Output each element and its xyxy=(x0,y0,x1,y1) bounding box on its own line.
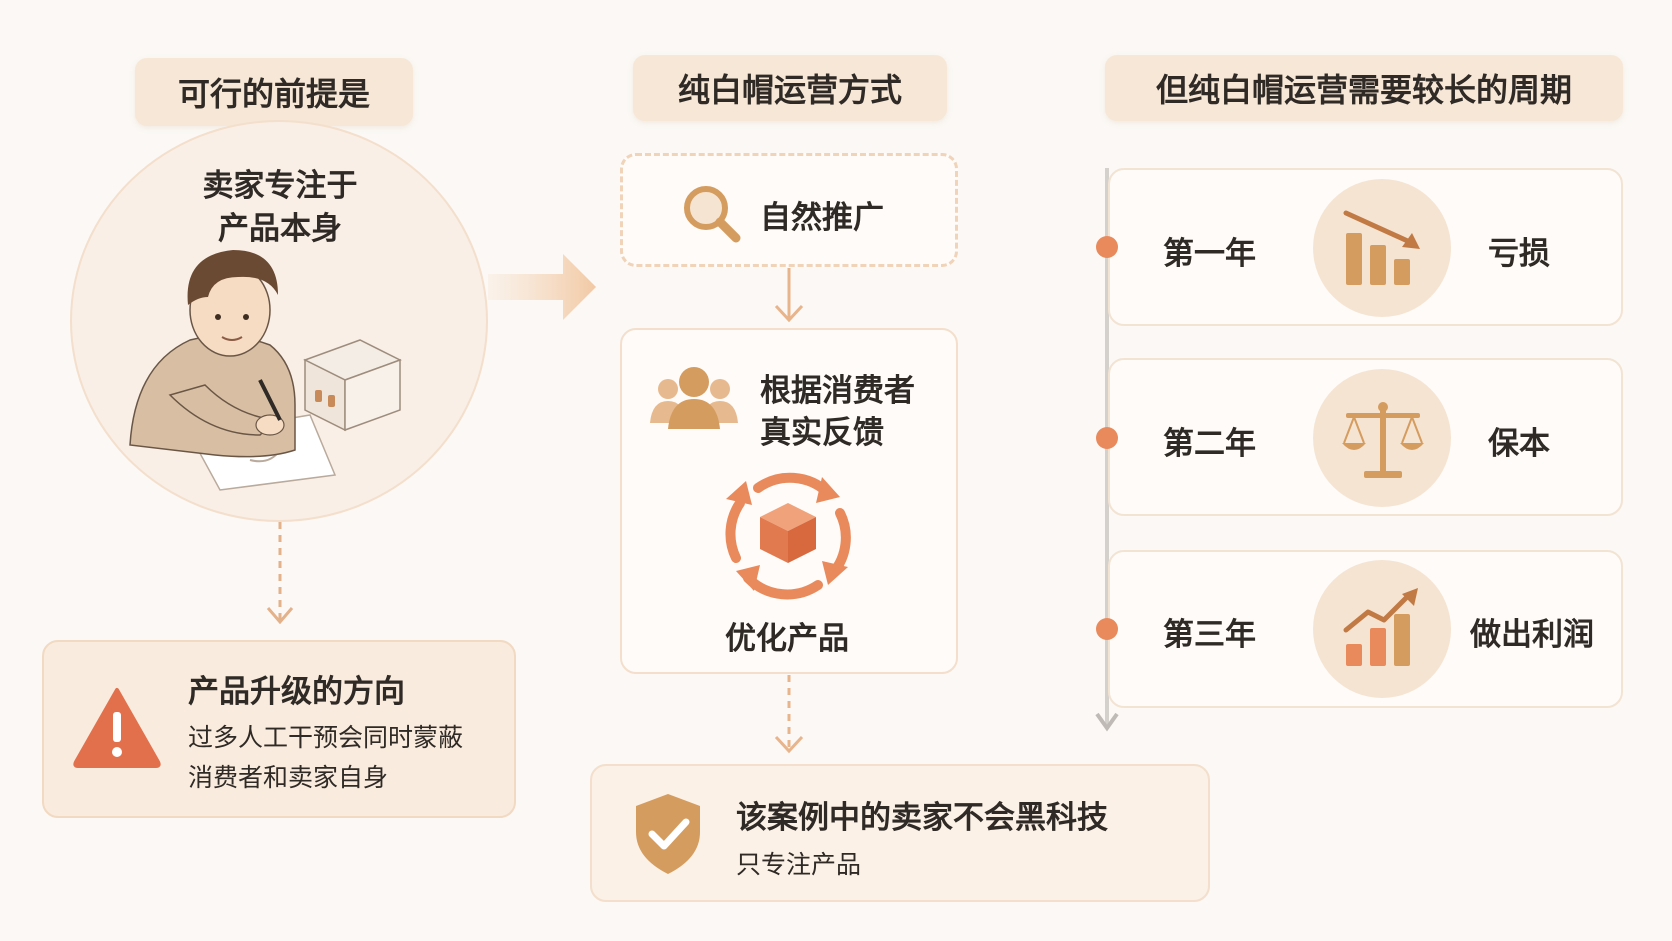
timeline-dot-year1 xyxy=(1096,236,1118,258)
year3-label: 第三年 xyxy=(1163,617,1256,653)
conclusion-title: 该案例中的卖家不会黑科技 xyxy=(736,800,1108,836)
optimize-product-label: 优化产品 xyxy=(725,621,849,657)
feedback-line2: 真实反馈 xyxy=(760,415,884,451)
timeline-dot-year2 xyxy=(1096,427,1118,449)
header-long-cycle: 但纯白帽运营需要较长的周期 xyxy=(1105,55,1623,121)
magnifier-icon xyxy=(684,186,741,243)
warning-text-line2: 消费者和卖家自身 xyxy=(188,763,389,792)
header-feasibility-premise: 可行的前提是 xyxy=(135,58,413,126)
header-whitehat-method: 纯白帽运营方式 xyxy=(633,55,947,121)
down-arrow-col2-conclusion xyxy=(774,675,804,754)
rising-bar-chart-icon xyxy=(1343,588,1418,666)
warning-title: 产品升级的方向 xyxy=(188,674,405,710)
header-feasibility-premise-text: 可行的前提是 xyxy=(177,75,370,113)
down-arrow-step1-step2 xyxy=(774,268,804,323)
right-arrow-col1-col2 xyxy=(488,254,596,320)
header-whitehat-method-text: 纯白帽运营方式 xyxy=(677,71,902,109)
year2-result: 保本 xyxy=(1488,426,1550,462)
seller-focus-line1: 卖家专注于 xyxy=(202,168,358,204)
optimize-cycle-icon xyxy=(725,472,851,600)
declining-bar-chart-icon xyxy=(1343,210,1420,285)
step-natural-promotion xyxy=(620,153,958,267)
shield-check-icon xyxy=(636,794,700,874)
header-long-cycle-text: 但纯白帽运营需要较长的周期 xyxy=(1155,71,1572,109)
step-natural-promotion-label: 自然推广 xyxy=(760,200,884,236)
balance-scale-icon xyxy=(1342,402,1424,478)
warning-icon xyxy=(73,688,161,768)
year1-result: 亏损 xyxy=(1488,236,1550,272)
consumers-group-icon xyxy=(650,367,738,429)
year2-label: 第二年 xyxy=(1163,426,1256,462)
seller-focus-line2: 产品本身 xyxy=(218,211,342,247)
down-arrow-col1 xyxy=(266,522,294,625)
warning-text-line1: 过多人工干预会同时蒙蔽 xyxy=(188,723,464,752)
seller-illustration xyxy=(129,250,402,491)
feedback-line1: 根据消费者 xyxy=(760,373,915,409)
conclusion-subtitle: 只专注产品 xyxy=(736,850,862,879)
year1-label: 第一年 xyxy=(1163,236,1256,272)
timeline-dot-year3 xyxy=(1096,618,1118,640)
year3-result: 做出利润 xyxy=(1470,617,1594,653)
